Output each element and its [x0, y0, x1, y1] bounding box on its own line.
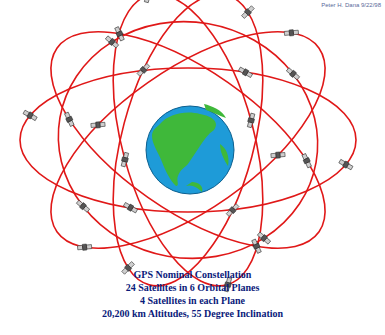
satellite-icon [338, 159, 353, 171]
satellite-icon [64, 112, 75, 127]
satellite-icon [226, 203, 240, 217]
satellite-icon [284, 29, 298, 36]
author-credit: Peter H. Dana 9/22/98 [321, 2, 381, 9]
caption-line: 20,200 km Altitudes, 55 Degree Inclinati… [0, 307, 385, 320]
orbital-plane [17, 0, 359, 289]
satellite-icon [105, 35, 120, 49]
satellite-icon [271, 152, 285, 159]
orbital-plane [17, 0, 359, 289]
satellite-icon [246, 113, 255, 128]
orbital-plane [85, 0, 290, 302]
satellite-icon [23, 109, 38, 121]
satellite-icon [301, 153, 312, 168]
satellite-icon [257, 231, 272, 245]
satellite-icon [114, 26, 125, 41]
earth-globe [146, 104, 234, 194]
orbital-plane [85, 0, 290, 302]
satellite-icon [143, 0, 152, 3]
satellite-icon [121, 261, 135, 275]
satellite-icon [91, 121, 105, 128]
satellite-icon [251, 239, 262, 254]
satellite-icon [136, 63, 150, 77]
orbital-plane [39, 1, 336, 279]
satellite-icon [76, 199, 91, 213]
satellite-icon [120, 152, 129, 167]
caption-line: 24 Satellites in 6 Orbital Planes [0, 281, 385, 294]
satellite-icon [241, 5, 255, 19]
caption-line: 4 Satellites in each Plane [0, 294, 385, 307]
satellite-icon [286, 67, 301, 81]
satellite-icon [77, 244, 91, 251]
caption-line: GPS Nominal Constellation [0, 268, 385, 281]
satellite-icon [238, 66, 253, 78]
satellite-icon [123, 202, 138, 214]
orbital-plane [20, 68, 356, 212]
